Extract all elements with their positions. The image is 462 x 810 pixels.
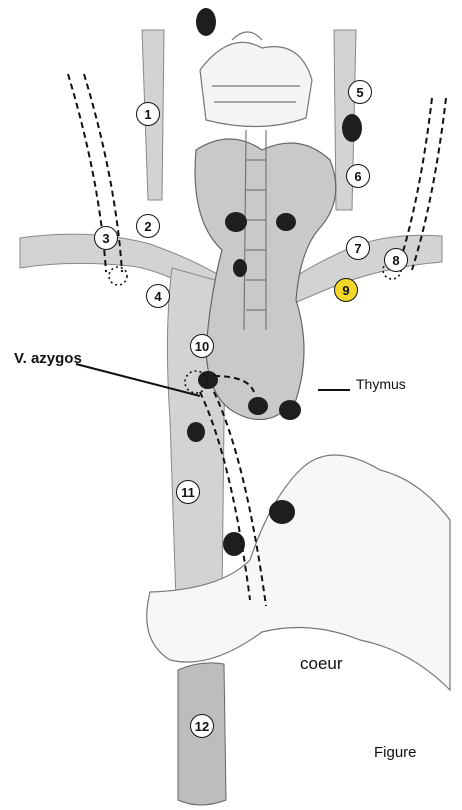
lymph-node <box>276 213 296 231</box>
marker-1: 1 <box>136 102 160 126</box>
lymph-node <box>233 259 247 277</box>
label-thymus: Thymus <box>356 376 406 392</box>
label-azygos: V. azygos <box>14 350 82 367</box>
marker-2: 2 <box>136 214 160 238</box>
marker-12: 12 <box>190 714 214 738</box>
marker-3: 3 <box>94 226 118 250</box>
label-coeur: coeur <box>300 654 343 674</box>
lymph-node <box>342 114 362 142</box>
marker-5: 5 <box>348 80 372 104</box>
lymph-node <box>269 500 295 524</box>
lymph-node <box>223 532 245 556</box>
marker-10: 10 <box>190 334 214 358</box>
marker-7: 7 <box>346 236 370 260</box>
lymph-node <box>198 371 218 389</box>
marker-6: 6 <box>346 164 370 188</box>
lymph-node <box>248 397 268 415</box>
thyroid-cartilage <box>200 32 312 127</box>
lymph-node <box>225 212 247 232</box>
marker-4: 4 <box>146 284 170 308</box>
lymph-node <box>196 8 216 36</box>
label-figure: Figure <box>374 744 417 761</box>
lymph-node <box>187 422 205 442</box>
marker-9: 9 <box>334 278 358 302</box>
marker-11: 11 <box>176 480 200 504</box>
marker-8: 8 <box>384 248 408 272</box>
lymph-node <box>279 400 301 420</box>
